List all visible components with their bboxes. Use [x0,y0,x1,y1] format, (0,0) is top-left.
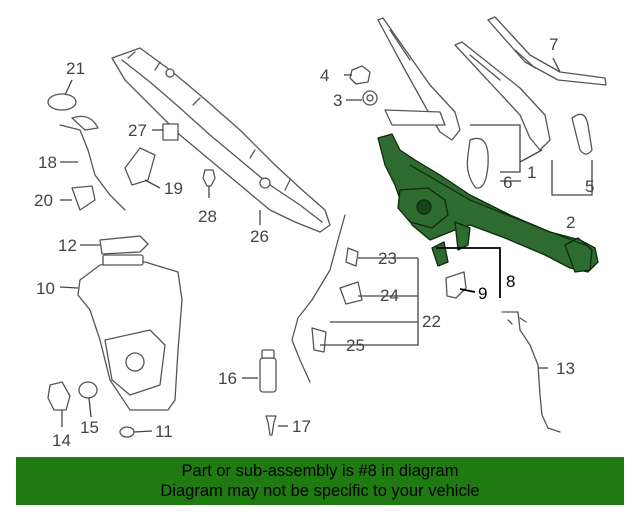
leader-lines [59,57,593,433]
callout-21: 21 [66,59,85,78]
callout-13: 13 [556,359,575,378]
nozzle-21-drawing [47,93,77,111]
callout-25: 25 [346,336,365,355]
callout-7: 7 [549,35,558,54]
callout-17: 17 [292,417,311,436]
bolt-17-drawing [265,415,277,436]
cowl-panel-drawing [111,47,331,233]
hose-13-drawing [501,311,561,433]
callout-4: 4 [320,66,329,85]
callout-22: 22 [422,312,441,331]
wiper-blade-drawing [487,16,607,86]
callout-labels: 1 2 3 4 5 6 7 8 9 10 11 12 13 14 15 16 1… [34,35,594,450]
callout-19: 19 [164,179,183,198]
callout-27: 27 [128,121,147,140]
bolt-28-drawing [202,169,216,187]
clip-27-drawing [162,123,179,141]
grommet-11-drawing [119,426,135,438]
callout-6: 6 [503,173,512,192]
callout-24: 24 [380,286,399,305]
hose-22-drawing [291,214,346,383]
seal-6-drawing [466,137,489,189]
callout-23: 23 [378,249,397,268]
callout-2: 2 [566,213,575,232]
banner-line-1: Part or sub-assembly is #8 in diagram [181,462,459,480]
callout-9: 9 [478,284,487,303]
callout-28: 28 [198,207,217,226]
cap-5-drawing [571,113,593,155]
bracket-18-drawing [59,124,126,211]
callout-8: 8 [506,272,515,291]
callout-14: 14 [52,431,71,450]
callout-5: 5 [585,177,594,196]
pump-16-drawing [259,349,277,393]
reservoir-drawing [77,254,183,411]
banner-line-2: Diagram may not be specific to your vehi… [160,482,480,500]
grommet-15-drawing [78,381,98,399]
callout-18: 18 [38,153,57,172]
wiper-linkage-highlighted [377,133,599,273]
callout-26: 26 [250,227,269,246]
clip-19-drawing [124,147,156,186]
bracket-9-drawing [445,271,467,299]
callout-1: 1 [527,163,536,182]
callout-16: 16 [218,369,237,388]
cap-12-drawing [99,235,149,255]
nozzle-14-drawing [47,381,71,411]
disclaimer-banner: Part or sub-assembly is #8 in diagram Di… [16,457,624,505]
callout-10: 10 [36,279,55,298]
callout-15: 15 [80,418,99,437]
callout-11: 11 [155,422,173,441]
parts-diagram: 1 2 3 4 5 6 7 8 9 10 11 12 13 14 15 16 1… [34,16,607,450]
callout-3: 3 [333,91,342,110]
nuts-drawing [349,65,378,106]
wiper-arms-drawing [377,17,551,151]
callout-12: 12 [58,236,77,255]
callout-20: 20 [34,191,53,210]
